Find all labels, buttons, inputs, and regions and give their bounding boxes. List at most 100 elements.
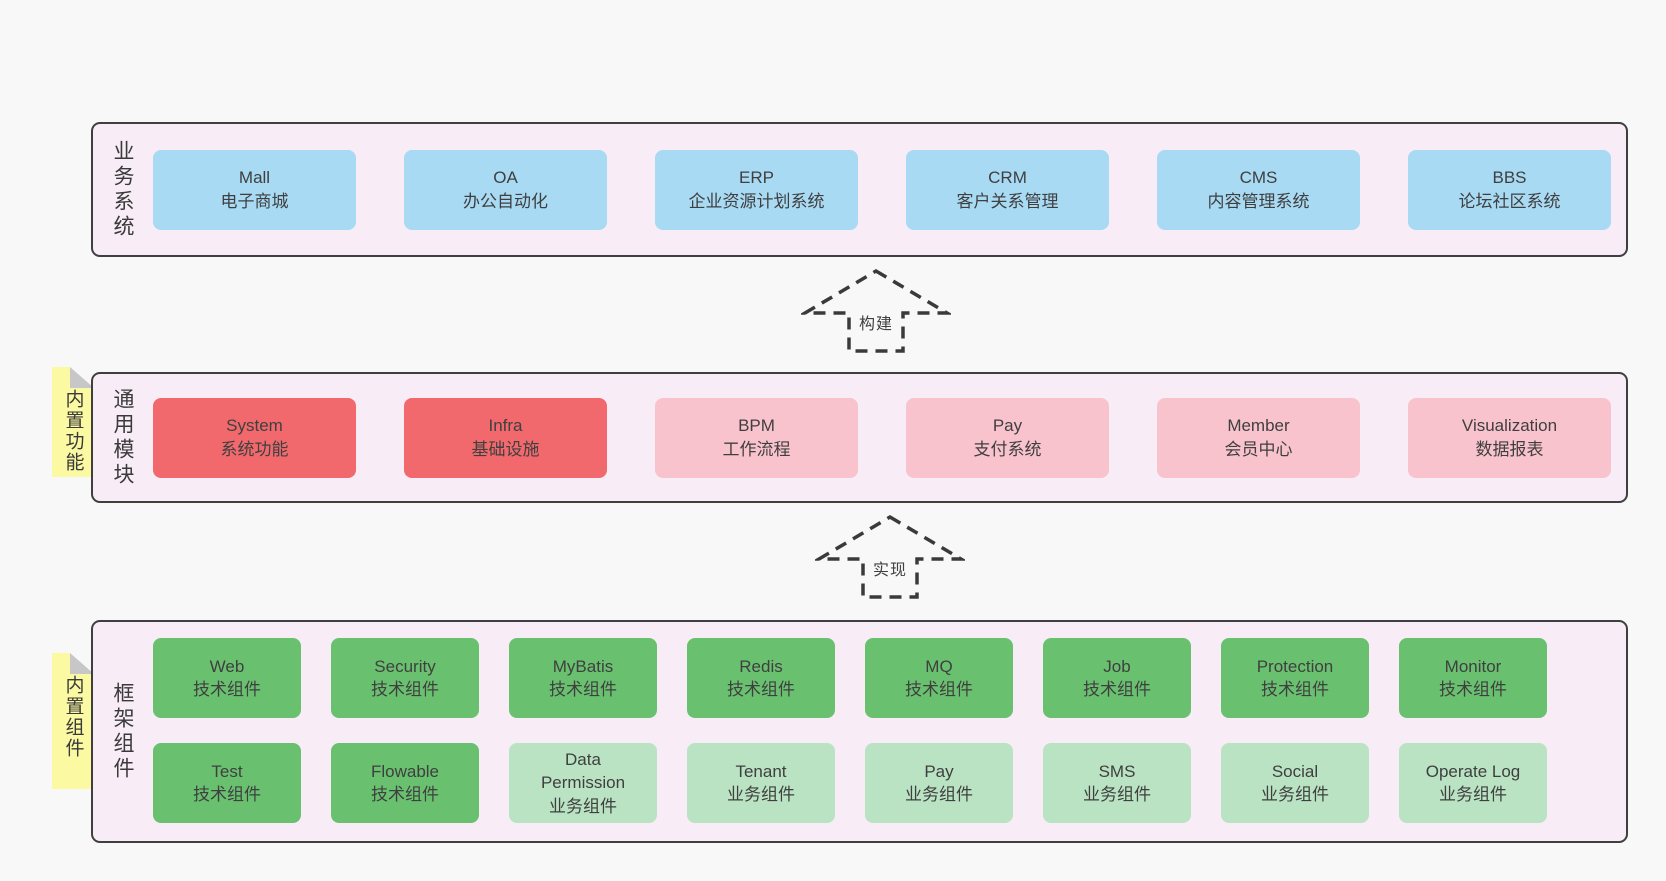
box-title: Member (1227, 416, 1290, 436)
box-title: Operate Log (1425, 761, 1521, 781)
box-mq: MQ 技术组件 (865, 638, 1013, 718)
box-subtitle: 业务组件 (905, 785, 973, 804)
box-pay-component: Pay 业务组件 (865, 743, 1013, 823)
box-title: Security (374, 656, 436, 676)
panel-business-systems-label: 业务系统 (111, 139, 134, 240)
framework-row-2: Test 技术组件 Flowable 技术组件 Data Permission … (153, 743, 1626, 823)
box-redis: Redis 技术组件 (687, 638, 835, 718)
box-title: SMS (1098, 761, 1136, 781)
box-visualization: Visualization 数据报表 (1408, 397, 1611, 478)
panel-common-modules: 通用模块 System 系统功能 Infra 基础设施 BPM 工作流程 Pay… (91, 372, 1628, 503)
box-title: Monitor (1444, 656, 1502, 676)
box-subtitle: 技术组件 (1083, 680, 1151, 699)
box-mybatis: MyBatis 技术组件 (509, 638, 657, 718)
box-job: Job 技术组件 (1043, 638, 1191, 718)
box-operate-log: Operate Log 业务组件 (1399, 743, 1547, 823)
box-title: System (226, 416, 283, 436)
box-subtitle: 技术组件 (727, 680, 795, 699)
box-title: Pay (992, 416, 1023, 436)
box-subtitle: 业务组件 (1261, 785, 1329, 804)
box-member: Member 会员中心 (1157, 397, 1360, 478)
box-test: Test 技术组件 (153, 743, 301, 823)
box-subtitle: 技术组件 (371, 680, 439, 699)
box-title: CRM (988, 168, 1027, 188)
box-protection: Protection 技术组件 (1221, 638, 1369, 718)
arrow-build-label: 构建 (854, 309, 898, 335)
box-bpm: BPM 工作流程 (655, 397, 858, 478)
box-subtitle: 办公自动化 (463, 191, 548, 211)
box-title: Infra (488, 416, 523, 436)
box-subtitle: 系统功能 (220, 439, 289, 459)
box-security: Security 技术组件 (331, 638, 479, 718)
box-subtitle: 业务组件 (727, 785, 795, 804)
box-subtitle: 电子商城 (220, 191, 289, 211)
box-subtitle: 企业资源计划系统 (688, 191, 825, 211)
box-title: BPM (738, 416, 775, 436)
box-system: System 系统功能 (153, 397, 356, 478)
box-data-permission: Data Permission 业务组件 (509, 743, 657, 823)
box-bbs: BBS 论坛社区系统 (1408, 149, 1611, 230)
box-subtitle: 技术组件 (1261, 680, 1329, 699)
box-subtitle: 支付系统 (973, 439, 1042, 459)
box-title: Web (209, 656, 245, 676)
box-title: OA (493, 168, 518, 188)
box-subtitle: 技术组件 (905, 680, 973, 699)
up-arrow-icon (815, 514, 965, 599)
box-title: Data Permission (540, 749, 626, 793)
box-tenant: Tenant 业务组件 (687, 743, 835, 823)
box-subtitle: 技术组件 (371, 785, 439, 804)
sticky-note-label: 内置功能 (62, 389, 84, 473)
arrow-build: 构建 (801, 268, 951, 354)
box-subtitle: 内容管理系统 (1207, 191, 1310, 211)
box-infra: Infra 基础设施 (404, 397, 607, 478)
box-subtitle: 基础设施 (471, 439, 540, 459)
box-title: Tenant (735, 761, 787, 781)
box-oa: OA 办公自动化 (404, 149, 607, 230)
box-subtitle: 客户关系管理 (956, 191, 1059, 211)
box-sms: SMS 业务组件 (1043, 743, 1191, 823)
framework-row-1: Web 技术组件 Security 技术组件 MyBatis 技术组件 Redi… (153, 638, 1626, 718)
box-monitor: Monitor 技术组件 (1399, 638, 1547, 718)
box-subtitle: 数据报表 (1475, 439, 1544, 459)
box-title: Test (211, 761, 243, 781)
box-subtitle: 技术组件 (549, 680, 617, 699)
box-title: CMS (1239, 168, 1278, 188)
box-title: Protection (1256, 656, 1334, 676)
box-title: Mall (238, 168, 271, 188)
box-subtitle: 业务组件 (1439, 785, 1507, 804)
box-subtitle: 技术组件 (193, 785, 261, 804)
box-title: Redis (739, 656, 783, 676)
box-title: Flowable (370, 761, 440, 781)
up-arrow-icon (801, 268, 951, 353)
box-subtitle: 技术组件 (1439, 680, 1507, 699)
box-pay-module: Pay 支付系统 (906, 397, 1109, 478)
box-subtitle: 工作流程 (722, 439, 791, 459)
box-subtitle: 业务组件 (549, 796, 617, 816)
box-title: MyBatis (552, 656, 614, 676)
panel-business-systems: 业务系统 Mall 电子商城 OA 办公自动化 ERP 企业资源计划系统 CRM… (91, 122, 1628, 257)
box-subtitle: 会员中心 (1224, 439, 1293, 459)
panel-framework-components-label: 框架组件 (111, 681, 134, 782)
box-title: Job (1103, 656, 1131, 676)
panel-common-modules-label: 通用模块 (111, 387, 134, 488)
panel-framework-components: 框架组件 Web 技术组件 Security 技术组件 MyBatis 技术组件… (91, 620, 1628, 843)
box-mall: Mall 电子商城 (153, 149, 356, 230)
box-title: BBS (1492, 168, 1527, 188)
box-title: MQ (925, 656, 953, 676)
box-crm: CRM 客户关系管理 (906, 149, 1109, 230)
box-social: Social 业务组件 (1221, 743, 1369, 823)
box-title: Visualization (1461, 416, 1558, 436)
arrow-implement: 实现 (815, 514, 965, 600)
sticky-note-builtin-components: 内置组件 (52, 653, 94, 789)
box-flowable: Flowable 技术组件 (331, 743, 479, 823)
box-cms: CMS 内容管理系统 (1157, 149, 1360, 230)
sticky-note-builtin-functions: 内置功能 (52, 367, 94, 477)
box-title: ERP (739, 168, 774, 188)
box-title: Pay (924, 761, 954, 781)
box-subtitle: 论坛社区系统 (1458, 191, 1561, 211)
arrow-implement-label: 实现 (868, 555, 912, 581)
box-web: Web 技术组件 (153, 638, 301, 718)
sticky-note-label: 内置组件 (62, 675, 84, 759)
box-subtitle: 技术组件 (193, 680, 261, 699)
